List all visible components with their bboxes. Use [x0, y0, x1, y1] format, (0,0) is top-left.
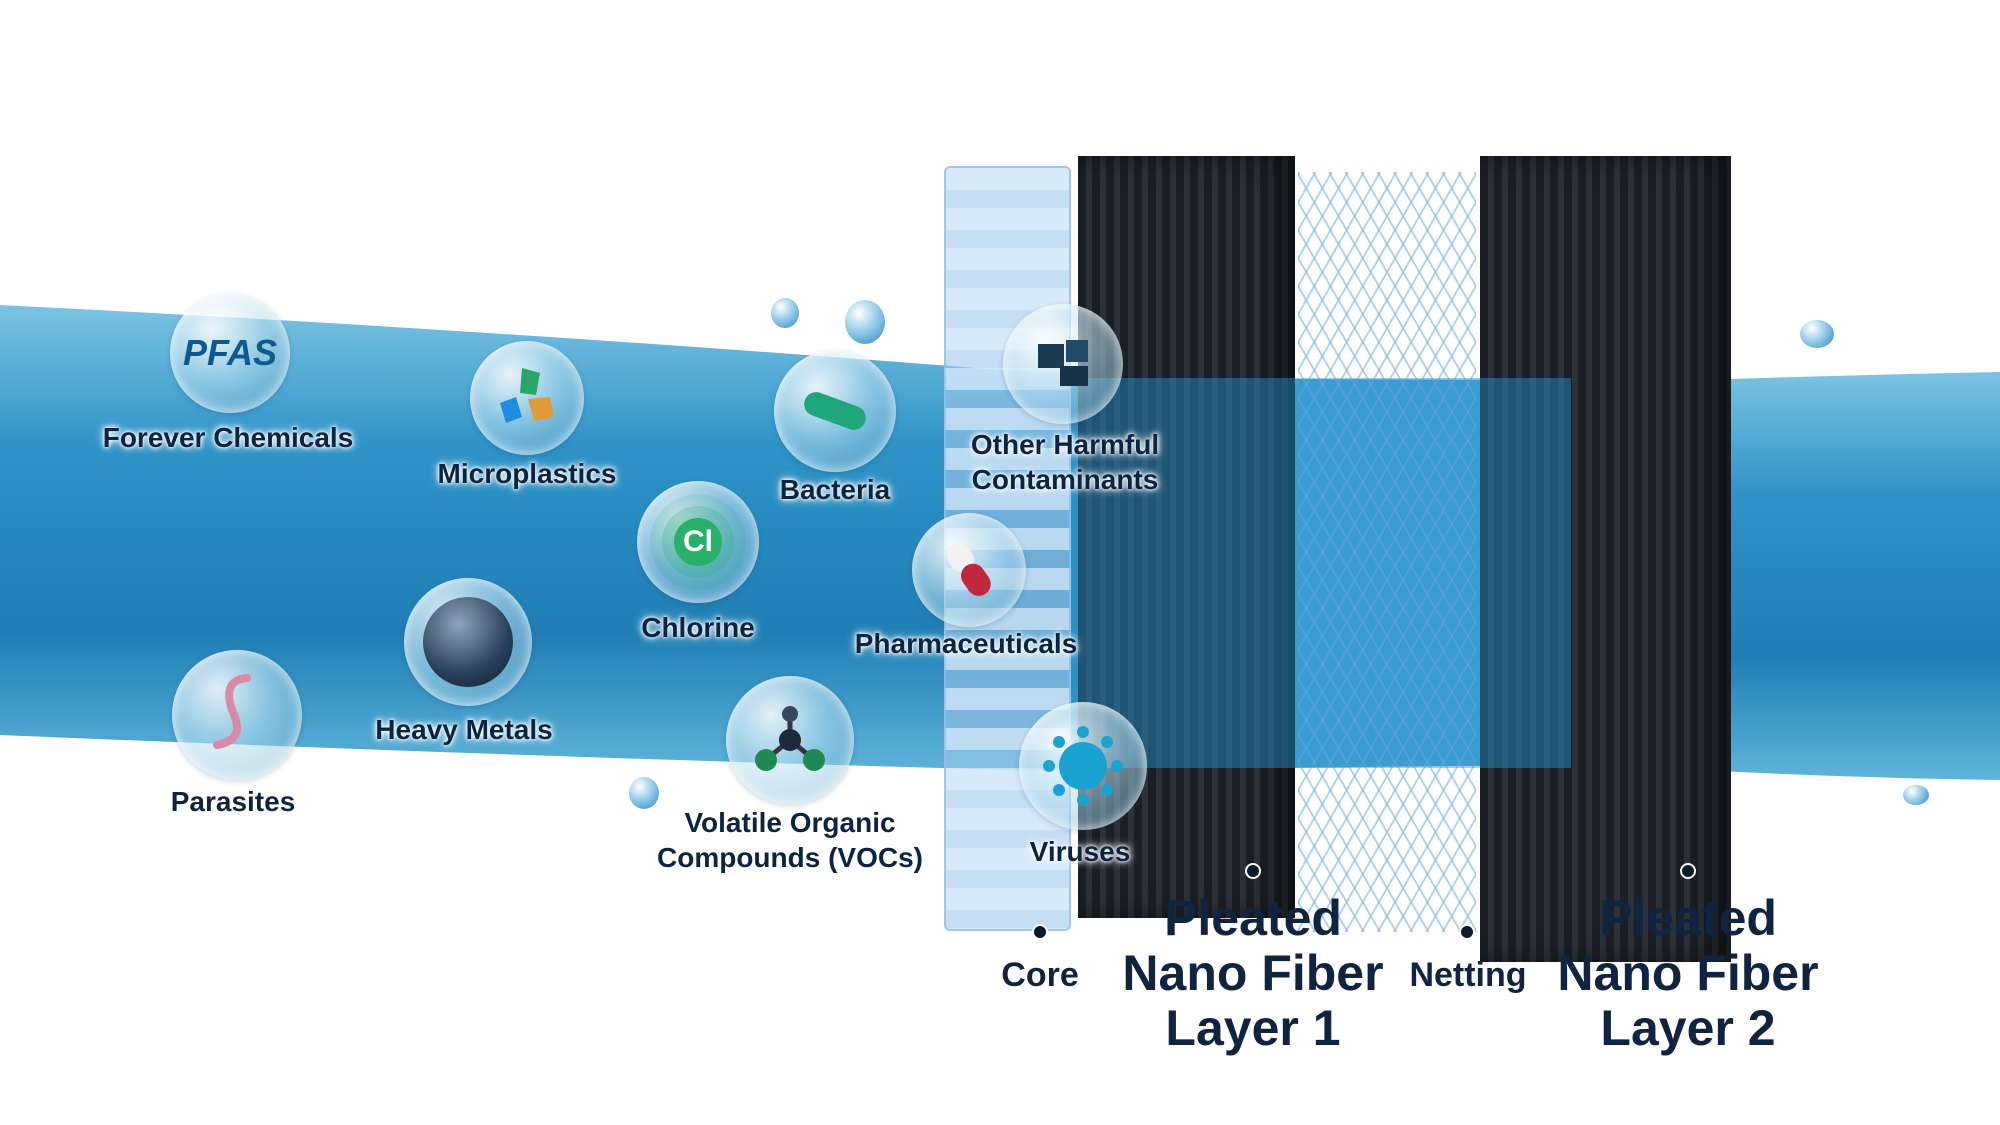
other-contaminants-bubble — [1003, 304, 1123, 424]
molecule-icon — [755, 706, 825, 771]
metal-sphere-icon — [423, 597, 513, 687]
viruses-bubble — [1019, 702, 1147, 830]
parasites-bubble — [172, 650, 302, 780]
pfas-bubble: PFAS — [170, 293, 290, 413]
label-heavy-metals: Heavy Metals — [375, 714, 553, 745]
netting-layer — [1298, 172, 1476, 932]
virus-icon — [1043, 726, 1123, 806]
label-chlorine: Chlorine — [641, 612, 755, 643]
water-droplet — [1800, 320, 1834, 348]
label-viruses: Viruses — [1029, 836, 1131, 867]
core-marker-dot — [1032, 924, 1048, 940]
chlorine-bubble: Cl — [637, 481, 759, 603]
pleated-nano-fiber-layer-2 — [1480, 156, 1731, 962]
label-line: Volatile Organic — [684, 807, 896, 838]
chlorine-atom-icon: Cl — [674, 518, 722, 566]
layer1-marker-dot — [1245, 863, 1261, 879]
layer2-marker-dot — [1680, 863, 1696, 879]
water-droplet — [845, 300, 885, 344]
label-line: Other Harmful — [970, 429, 1160, 460]
water-through-filter — [1071, 378, 1571, 768]
label-line: Pleated — [1164, 890, 1342, 946]
bacteria-icon — [804, 392, 866, 430]
netting-marker-dot — [1459, 924, 1475, 940]
label-bacteria: Bacteria — [779, 474, 891, 505]
vocs-bubble — [726, 676, 854, 804]
label-core: Core — [1001, 956, 1079, 994]
worm-icon — [213, 674, 251, 749]
pfas-text-icon: PFAS — [182, 332, 278, 373]
heavy-metals-bubble — [404, 578, 532, 706]
pharmaceuticals-bubble — [912, 513, 1026, 627]
label-microplastics: Microplastics — [437, 458, 617, 489]
water-droplet — [629, 777, 659, 809]
label-line: Layer 2 — [1600, 1000, 1776, 1056]
label-parasites: Parasites — [170, 786, 296, 817]
pill-icon — [946, 543, 991, 596]
water-droplet — [771, 298, 799, 328]
label-line: Compounds (VOCs) — [657, 842, 923, 873]
label-netting: Netting — [1409, 956, 1527, 994]
label-line: Layer 1 — [1165, 1000, 1341, 1056]
label-line: Nano Fiber — [1122, 945, 1384, 1001]
label-pharmaceuticals: Pharmaceuticals — [854, 628, 1078, 659]
label-line: Contaminants — [971, 464, 1159, 495]
microplastics-icon — [500, 368, 554, 423]
label-forever-chemicals: Forever Chemicals — [102, 422, 354, 453]
water-droplet — [1903, 785, 1929, 805]
microplastics-bubble — [470, 341, 584, 455]
contaminant-cubes-icon — [1038, 340, 1088, 386]
label-line: Nano Fiber — [1557, 945, 1819, 1001]
bacteria-bubble — [774, 350, 896, 472]
label-line: Pleated — [1599, 890, 1777, 946]
